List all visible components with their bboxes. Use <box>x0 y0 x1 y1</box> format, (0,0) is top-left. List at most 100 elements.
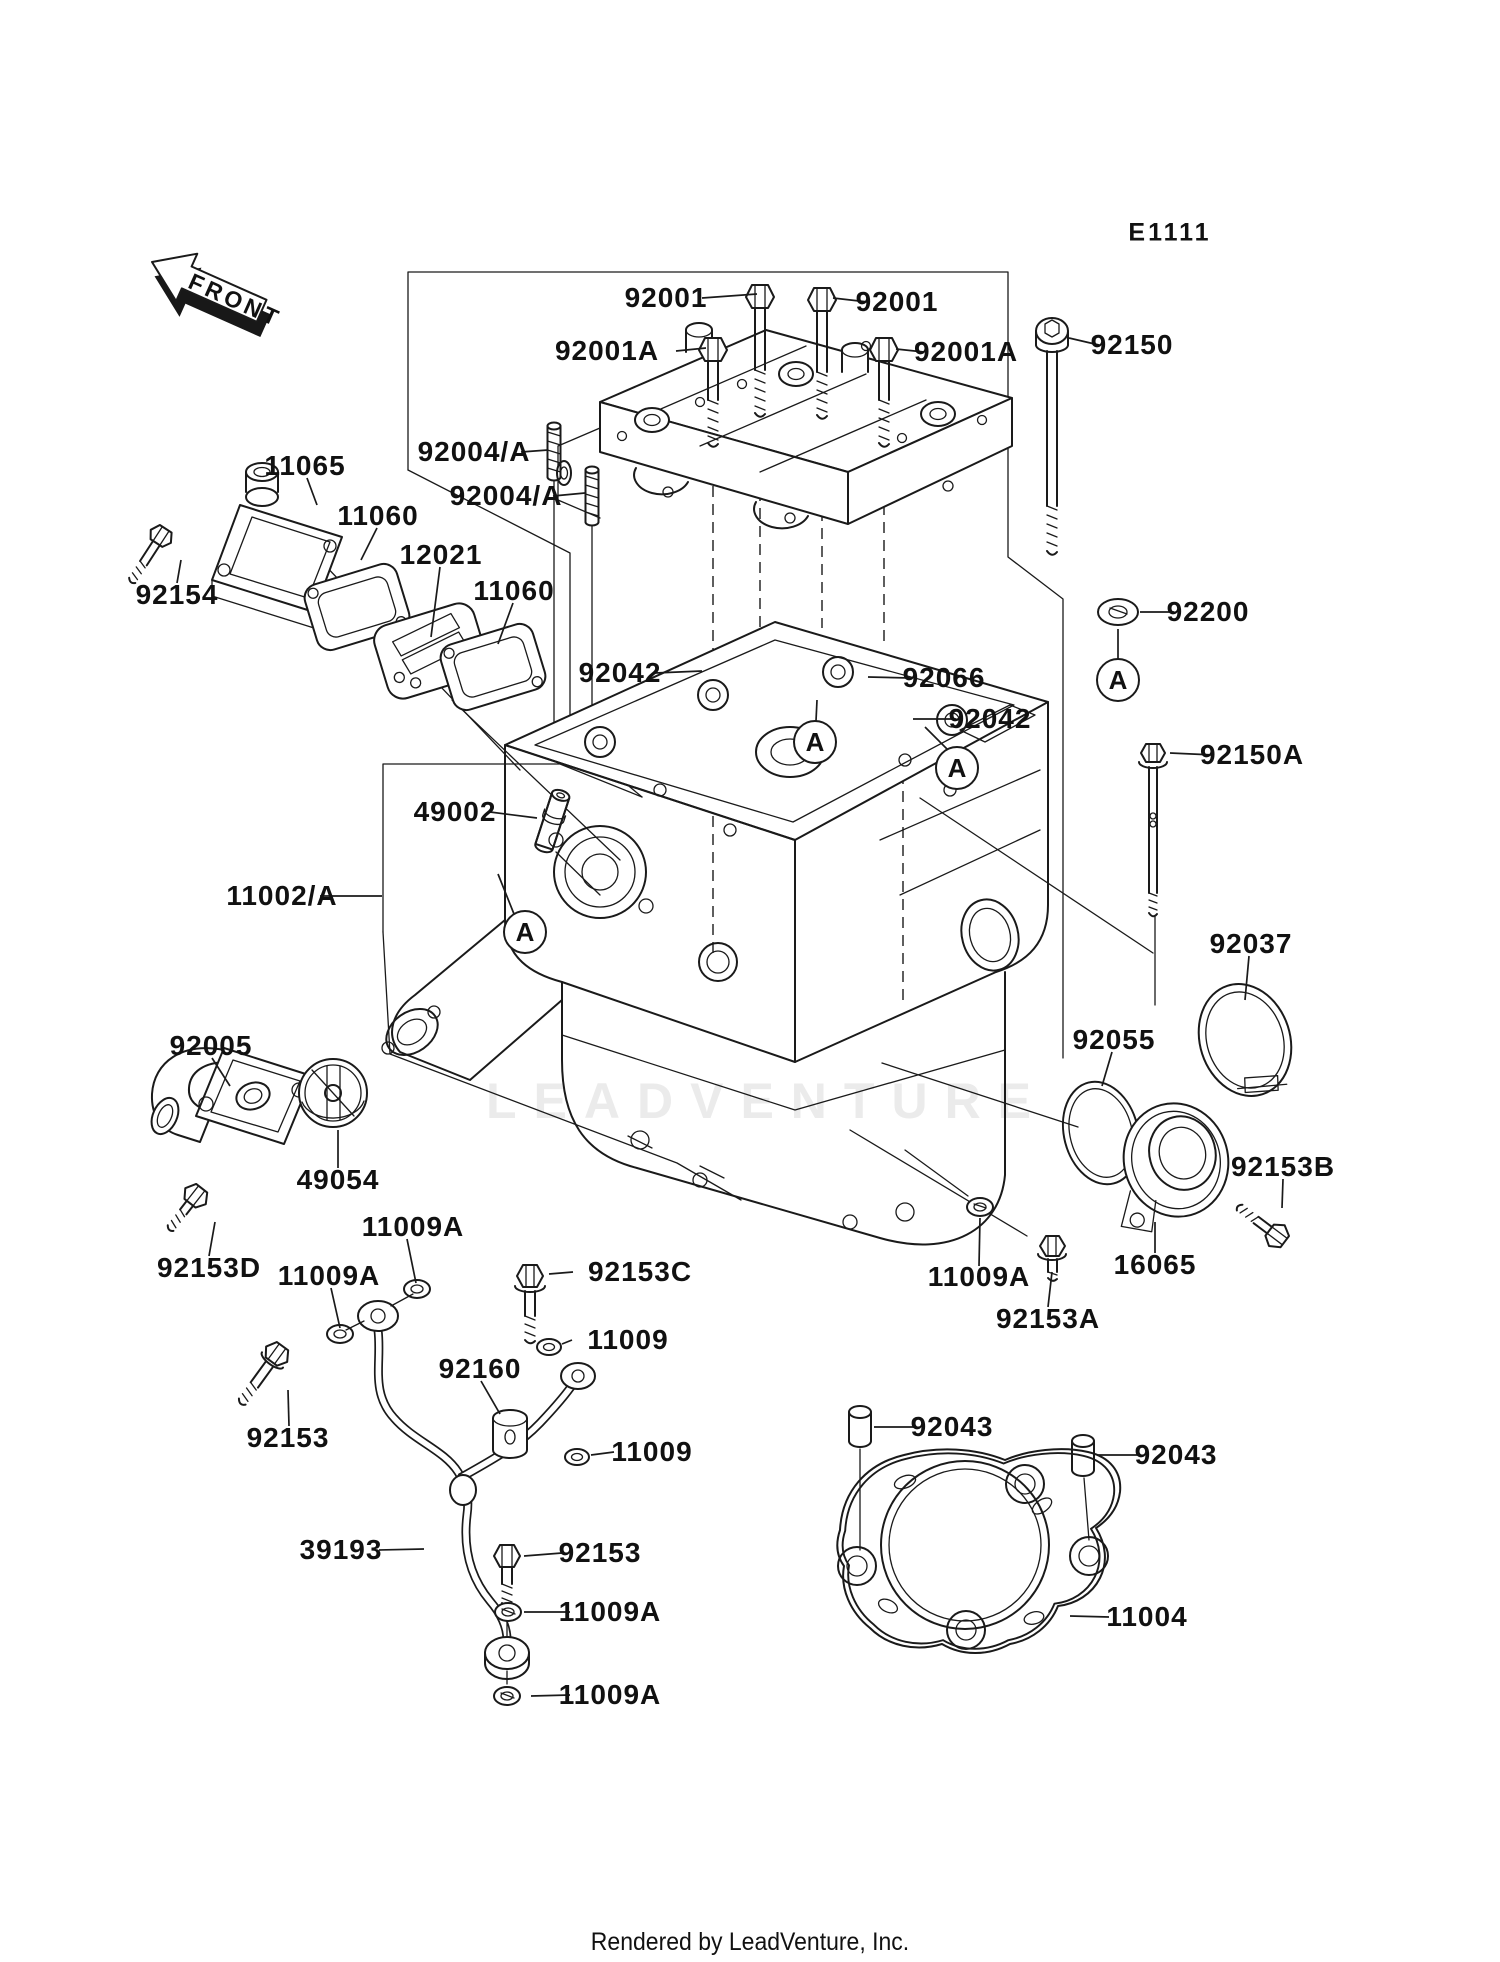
leader-line <box>406 1238 417 1284</box>
head-bolt-92001-right <box>807 287 837 420</box>
part-label-11009: 11009 <box>587 1324 669 1355</box>
head-gasket-11004 <box>836 1448 1122 1654</box>
leader-line <box>590 1451 615 1456</box>
marker-a-badge: A <box>503 910 547 954</box>
part-label-92160: 92160 <box>438 1353 522 1384</box>
bolt-92153d <box>166 1182 209 1232</box>
valve-guide-49002 <box>534 788 571 854</box>
leader-line <box>176 559 182 584</box>
intake-holder-16065 <box>1120 1102 1230 1233</box>
clamp-92037 <box>1197 983 1293 1097</box>
marker-a-badge: A <box>935 746 979 790</box>
part-label-92005: 92005 <box>169 1030 253 1061</box>
leader-line <box>211 1057 231 1087</box>
svg-text:A: A <box>516 917 535 947</box>
leader-line <box>675 347 707 352</box>
part-label-92037: 92037 <box>1209 928 1293 959</box>
leader-line <box>1281 1178 1284 1209</box>
part-label-92004-A: 92004/A <box>449 480 563 511</box>
svg-text:A: A <box>1109 665 1128 695</box>
leader-lines-layer <box>176 293 1284 1697</box>
part-label-11065: 11065 <box>264 450 346 481</box>
leader-line <box>832 297 869 303</box>
svg-text:A: A <box>948 753 967 783</box>
bolt-92154 <box>128 523 173 585</box>
washer-11009a-bottom1 <box>494 1602 522 1622</box>
leader-line <box>1169 752 1215 756</box>
part-label-92154: 92154 <box>135 579 219 610</box>
leader-line <box>360 527 378 561</box>
marker-connector-line <box>924 726 949 751</box>
part-label-92042: 92042 <box>948 703 1032 734</box>
part-label-92055: 92055 <box>1072 1024 1156 1055</box>
part-label-49054: 49054 <box>296 1164 380 1195</box>
leader-line <box>978 1217 981 1267</box>
part-label-92001: 92001 <box>624 282 708 313</box>
leader-line <box>330 1287 341 1329</box>
part-label-11060: 11060 <box>337 500 419 531</box>
part-label-11009A: 11009A <box>277 1260 381 1291</box>
part-label-11009: 11009 <box>611 1436 693 1467</box>
washer-11009-upper <box>536 1338 562 1356</box>
washer-11009a-upper <box>390 1279 431 1307</box>
leader-line <box>1101 1051 1113 1087</box>
washer-11009-lower <box>564 1448 590 1466</box>
marker-connector-line <box>497 873 515 915</box>
part-label-92066: 92066 <box>902 662 986 693</box>
part-label-92153D: 92153D <box>156 1252 262 1283</box>
leader-line <box>523 1552 563 1557</box>
dowel-92043-left <box>848 1405 872 1551</box>
marker-a-badge: A <box>1096 658 1140 702</box>
marker-a-badge: A <box>793 720 837 764</box>
reference-markers-layer: A A A A <box>497 629 1140 954</box>
leader-line <box>1244 955 1250 1001</box>
leader-line <box>654 670 703 674</box>
svg-text:A: A <box>806 727 825 757</box>
banjo-eye-branch <box>560 1362 596 1390</box>
part-label-92153B: 92153B <box>1230 1151 1336 1182</box>
leader-line <box>561 1339 573 1345</box>
part-label-92200: 92200 <box>1166 596 1250 627</box>
part-label-11009A: 11009A <box>361 1211 465 1242</box>
leader-line <box>430 566 441 638</box>
gasket-11060-second <box>439 622 547 712</box>
head-bolt-92001-left <box>745 284 775 418</box>
part-label-92042: 92042 <box>578 657 662 688</box>
leader-line <box>530 1694 571 1697</box>
banjo-eye-upper <box>357 1300 399 1332</box>
part-label-11060: 11060 <box>473 575 555 606</box>
part-label-16065: 16065 <box>1113 1249 1197 1280</box>
page-code: E1111 <box>1128 218 1212 247</box>
part-label-92001: 92001 <box>855 286 939 317</box>
sleeve-92160 <box>492 1409 528 1459</box>
part-label-11009A: 11009A <box>558 1596 662 1627</box>
bolt-92153c <box>514 1264 546 1345</box>
part-label-92153: 92153 <box>246 1422 330 1453</box>
bolt-92153-left <box>237 1341 290 1406</box>
leader-line <box>287 1389 290 1427</box>
leader-line <box>480 1380 501 1415</box>
part-label-11004: 11004 <box>1106 1601 1188 1632</box>
bolt-92153b <box>1235 1203 1291 1249</box>
leader-line <box>378 1548 425 1551</box>
washer-11009a-left <box>326 1320 365 1344</box>
part-label-12021: 12021 <box>399 539 483 570</box>
leader-line <box>1068 337 1100 346</box>
footer-credit: Rendered by LeadVenture, Inc. <box>590 1928 910 1956</box>
stud-92004-lower <box>584 465 600 527</box>
bolt-92153a <box>1037 1235 1067 1282</box>
washer-11009a-intake <box>966 1197 994 1217</box>
stud-92004-upper <box>546 421 562 482</box>
cylinder-head-bolt-92150a <box>1138 743 1168 918</box>
leader-line <box>548 1271 574 1275</box>
part-label-11002-A: 11002/A <box>226 880 338 911</box>
leader-line <box>520 449 549 453</box>
thermostat-49054 <box>298 1058 368 1128</box>
part-label-49002: 49002 <box>413 796 497 827</box>
part-label-92153A: 92153A <box>995 1303 1101 1334</box>
leader-line <box>1047 1271 1053 1308</box>
part-label-92153: 92153 <box>558 1537 642 1568</box>
